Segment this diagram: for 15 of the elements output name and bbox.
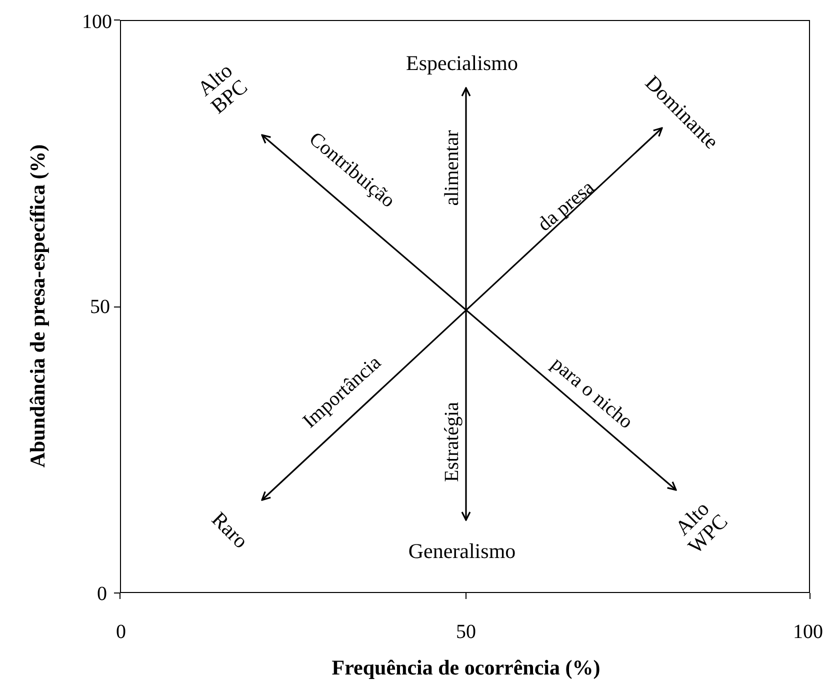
tick-label: 0 bbox=[97, 582, 107, 607]
tick-label: 0 bbox=[116, 620, 126, 645]
line-label: alimentar bbox=[440, 130, 464, 206]
end-label: Alto BPC bbox=[184, 52, 260, 124]
tick-label: 50 bbox=[456, 620, 476, 645]
end-label: Generalismo bbox=[408, 540, 516, 562]
double-arrow bbox=[461, 87, 471, 521]
end-label: Especialismo bbox=[406, 52, 518, 74]
axis-title: Abundância de presa-específica (%) bbox=[24, 144, 50, 468]
tick-label: 50 bbox=[90, 295, 110, 320]
tick-label: 100 bbox=[793, 620, 823, 645]
line-label: para o nicho bbox=[546, 352, 638, 436]
tick-label: 100 bbox=[82, 10, 112, 35]
axis-title: Frequência de ocorrência (%) bbox=[332, 654, 600, 682]
line-label: Estratégia bbox=[440, 402, 464, 482]
